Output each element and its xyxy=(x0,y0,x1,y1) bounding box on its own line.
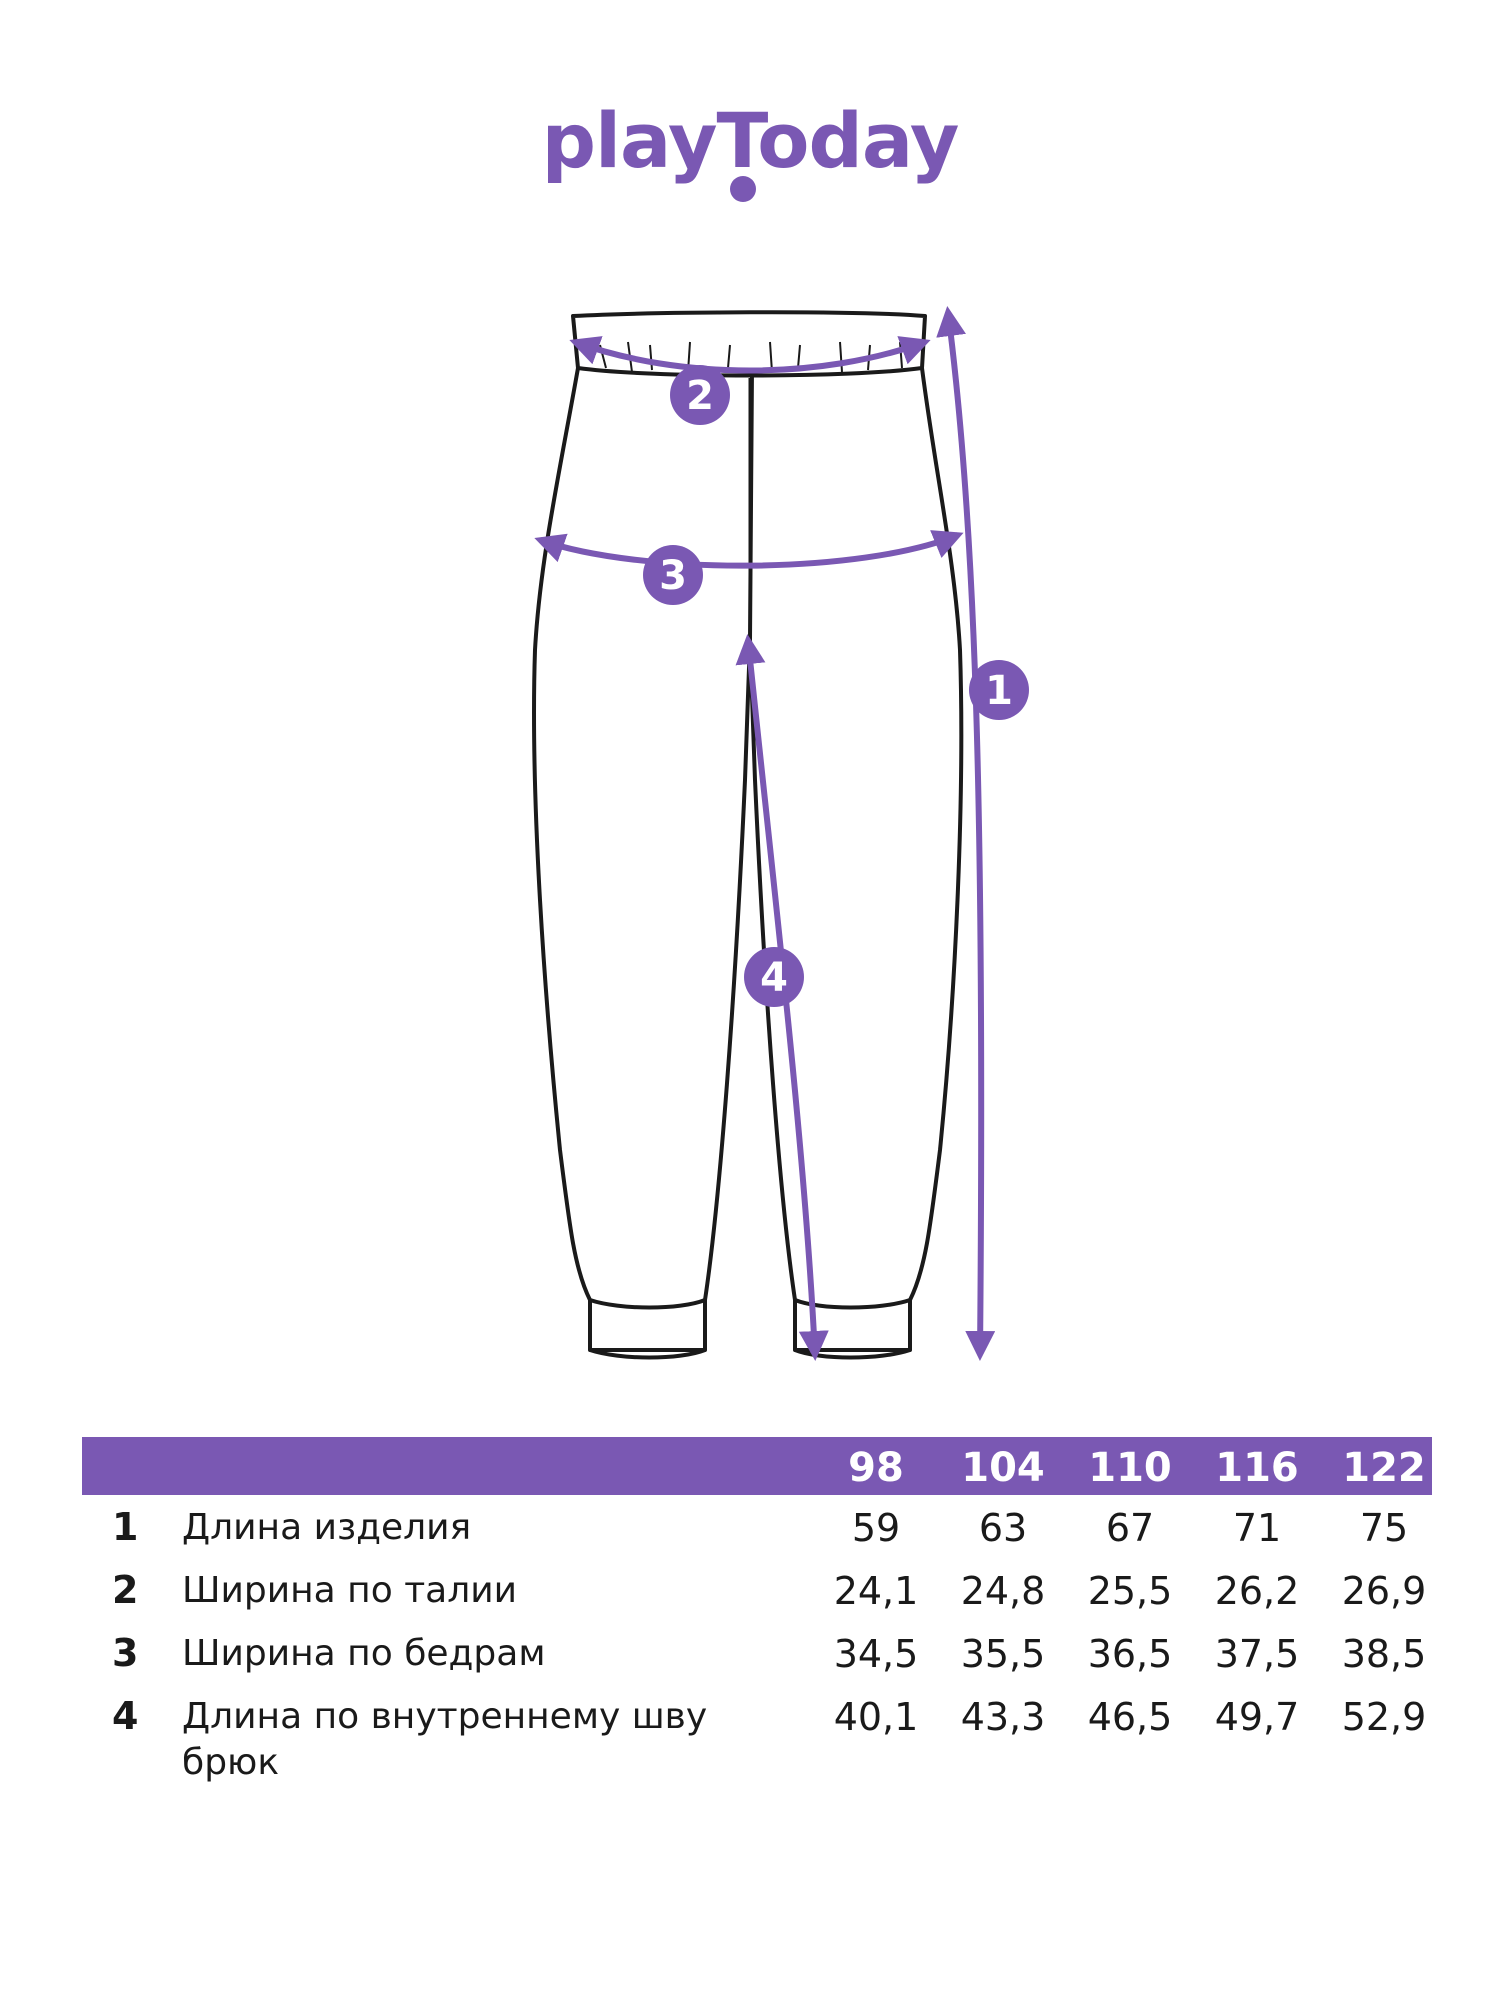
cell-value: 24,8 xyxy=(960,1569,1046,1613)
pants-outline xyxy=(532,310,964,1360)
badge-1: 1 xyxy=(969,660,1029,720)
measure-line-4-inseam xyxy=(735,634,829,1361)
cell-value: 75 xyxy=(1359,1506,1409,1550)
cell-value: 35,5 xyxy=(960,1632,1046,1676)
table-row: 2 Ширина по талии 24,1 24,8 25,5 26,2 26… xyxy=(82,1568,1432,1628)
svg-text:4: 4 xyxy=(760,955,788,1001)
cell-value: 37,5 xyxy=(1214,1632,1300,1676)
left-leg xyxy=(532,367,754,1352)
row-number: 2 xyxy=(112,1568,139,1612)
right-leg xyxy=(748,367,964,1352)
cell-value: 52,9 xyxy=(1341,1695,1427,1739)
badge-3: 3 xyxy=(643,545,703,605)
row-number: 3 xyxy=(112,1631,139,1675)
left-cuff xyxy=(589,1298,706,1360)
svg-text:3: 3 xyxy=(659,553,687,599)
cell-value: 38,5 xyxy=(1341,1632,1427,1676)
table-row: 4 Длина по внутреннему шву брюк 40,1 43,… xyxy=(82,1694,1432,1804)
brand-logo: playToday xyxy=(541,96,960,185)
size-table-header: 98 104 110 116 122 xyxy=(82,1437,1432,1495)
row-number: 1 xyxy=(112,1505,139,1549)
cell-value: 67 xyxy=(1105,1506,1155,1550)
badge-2: 2 xyxy=(670,365,730,425)
brand-logo-dot xyxy=(730,176,756,202)
size-header-122: 122 xyxy=(1342,1445,1426,1491)
svg-text:2: 2 xyxy=(686,373,714,419)
row-number: 4 xyxy=(112,1694,139,1738)
row-label: Длина по внутреннему шву брюк xyxy=(182,1696,708,1783)
cell-value: 49,7 xyxy=(1214,1695,1300,1739)
row-label: Ширина по талии xyxy=(182,1570,518,1611)
measurement-lines xyxy=(534,306,996,1361)
badge-4: 4 xyxy=(744,947,804,1007)
table-row: 1 Длина изделия 59 63 67 71 75 xyxy=(82,1505,1432,1565)
cell-value: 36,5 xyxy=(1087,1632,1173,1676)
cell-value: 40,1 xyxy=(833,1695,919,1739)
cell-value: 63 xyxy=(978,1506,1028,1550)
cell-value: 43,3 xyxy=(960,1695,1046,1739)
cell-value: 24,1 xyxy=(833,1569,919,1613)
cell-value: 46,5 xyxy=(1087,1695,1173,1739)
waistband xyxy=(571,310,927,378)
row-label: Длина изделия xyxy=(182,1507,472,1548)
row-label: Ширина по бедрам xyxy=(182,1633,546,1674)
measure-line-1-length xyxy=(936,306,996,1361)
size-header-110: 110 xyxy=(1088,1445,1172,1491)
cell-value: 71 xyxy=(1232,1506,1282,1550)
cell-value: 25,5 xyxy=(1087,1569,1173,1613)
size-header-116: 116 xyxy=(1215,1445,1299,1491)
table-row: 3 Ширина по бедрам 34,5 35,5 36,5 37,5 3… xyxy=(82,1631,1432,1691)
svg-text:1: 1 xyxy=(985,668,1013,714)
cell-value: 26,2 xyxy=(1214,1569,1300,1613)
measure-line-2-waist xyxy=(569,336,931,374)
cell-value: 26,9 xyxy=(1341,1569,1427,1613)
cell-value: 59 xyxy=(851,1506,901,1550)
measure-line-3-hip xyxy=(534,530,964,569)
size-table: 98 104 110 116 122 1 Длина изделия 59 63… xyxy=(82,1437,1432,1783)
size-header-98: 98 xyxy=(848,1445,904,1491)
cell-value: 34,5 xyxy=(833,1632,919,1676)
size-header-104: 104 xyxy=(961,1445,1045,1491)
